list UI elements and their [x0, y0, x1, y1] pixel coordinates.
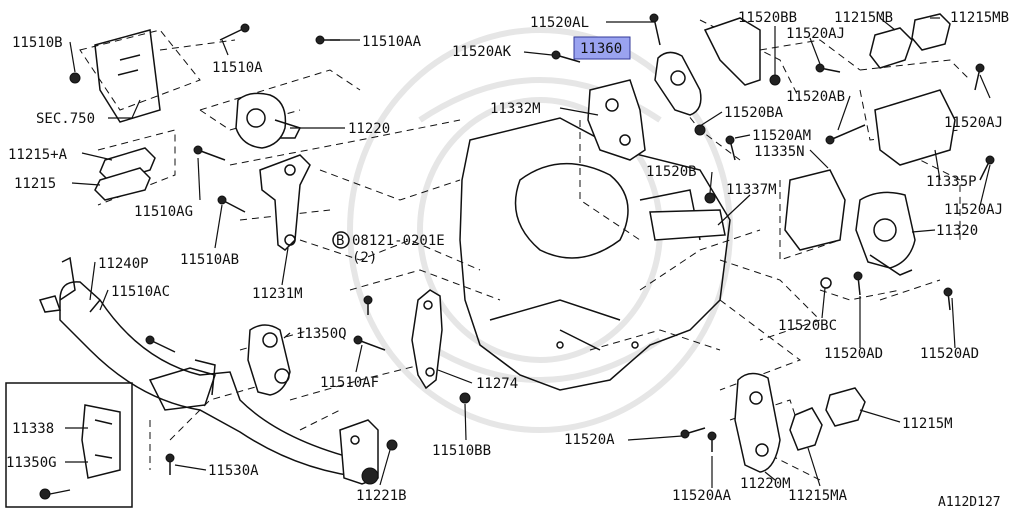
label-11520AD-b[interactable]: 11520AD: [920, 346, 979, 362]
label-11510BB[interactable]: 11510BB: [432, 443, 491, 459]
label-11221B[interactable]: 11221B: [356, 488, 407, 504]
label-11520AJ-b[interactable]: 11520AJ: [944, 115, 1003, 131]
label-11520AD-a[interactable]: 11520AD: [824, 346, 883, 362]
part-11335P-bracket: [874, 89, 956, 166]
label-11240P[interactable]: 11240P: [98, 256, 149, 272]
label-11231M[interactable]: 11231M: [252, 286, 303, 302]
part-11320-mount: [855, 191, 916, 276]
part-11335N-bracket: [784, 169, 846, 251]
label-11510AG[interactable]: 11510AG: [134, 204, 193, 220]
part-11332M-bracket: [587, 79, 646, 161]
part-11215MB-pads: [869, 13, 951, 69]
label-11215[interactable]: 11215: [14, 176, 56, 192]
label-11220[interactable]: 11220: [348, 121, 390, 137]
label-11520BB[interactable]: 11520BB: [738, 10, 797, 26]
part-11360-mount: [654, 51, 702, 116]
label-11350Q[interactable]: 11350Q: [296, 326, 347, 342]
b-symbol-circle: [332, 231, 350, 249]
label-11215-plus-a[interactable]: 11215+A: [8, 147, 68, 163]
label-11338[interactable]: 11338: [12, 421, 54, 437]
bolt-group: [145, 13, 995, 475]
label-11215MA[interactable]: 11215MA: [788, 488, 848, 504]
label-sec-750[interactable]: SEC.750: [36, 111, 95, 127]
label-11215M[interactable]: 11215M: [902, 416, 953, 432]
label-08121-0201E[interactable]: 08121-0201E: [352, 233, 445, 249]
label-11510B[interactable]: 11510B: [12, 35, 63, 51]
part-11337M-bracket: [649, 209, 726, 241]
label-11337M[interactable]: 11337M: [726, 182, 777, 198]
label-11520AJ-a[interactable]: 11520AJ: [786, 26, 845, 42]
front-crossmember: [38, 256, 372, 479]
label-11520A[interactable]: 11520A: [564, 432, 615, 448]
part-11220M-mount: [734, 372, 781, 473]
label-diagram-code: A112D127: [938, 495, 1001, 510]
part-11520BB-bracket: [703, 17, 761, 86]
part-11274-bracket: [411, 289, 443, 390]
label-11520AK[interactable]: 11520AK: [452, 44, 512, 60]
label-11510AF[interactable]: 11510AF: [320, 375, 379, 391]
label-11520B[interactable]: 11520B: [646, 164, 697, 180]
part-11215M-pads: [789, 387, 866, 451]
part-11360-highlight: [573, 36, 631, 60]
label-11520BA[interactable]: 11520BA: [724, 105, 784, 121]
label-11335N[interactable]: 11335N: [754, 144, 805, 160]
label-11510A[interactable]: 11510A: [212, 60, 263, 76]
dashed-guide-lines: [79, 19, 971, 481]
label-11360[interactable]: 11360: [580, 41, 622, 57]
part-labels: 11510B SEC.750 11215+A 11215 11510A 1151…: [6, 10, 1009, 510]
engine-block: [459, 117, 731, 391]
label-11220M[interactable]: 11220M: [740, 476, 791, 492]
label-11520AJ-c[interactable]: 11520AJ: [944, 202, 1003, 218]
inset-box-11338: [5, 382, 133, 508]
part-11221B-bracket: [339, 419, 379, 485]
label-11510AC[interactable]: 11510AC: [111, 284, 170, 300]
label-11335P[interactable]: 11335P: [926, 174, 977, 190]
leader-lines: [65, 17, 991, 488]
part-11215-pads: [94, 147, 156, 201]
part-11350Q-mount: [247, 324, 291, 396]
label-11320[interactable]: 11320: [936, 223, 978, 239]
label-11520BC[interactable]: 11520BC: [778, 318, 837, 334]
part-11510B-bracket: [69, 29, 161, 123]
part-11220-mount: [235, 92, 302, 149]
label-08121-quantity: (2): [352, 250, 377, 266]
label-11520AL[interactable]: 11520AL: [530, 15, 589, 31]
label-11332M[interactable]: 11332M: [490, 101, 541, 117]
label-11530A[interactable]: 11530A: [208, 463, 259, 479]
label-11520AM[interactable]: 11520AM: [752, 128, 811, 144]
part-11231M-bracket: [259, 154, 311, 251]
label-11215MB-b[interactable]: 11215MB: [950, 10, 1009, 26]
label-11274[interactable]: 11274: [476, 376, 518, 392]
watermark-emblem: [347, 27, 733, 433]
label-11215MB-a[interactable]: 11215MB: [834, 10, 893, 26]
label-11350G[interactable]: 11350G: [6, 455, 57, 471]
label-b-symbol: B: [336, 233, 344, 249]
label-11510AB[interactable]: 11510AB: [180, 252, 239, 268]
label-11520AB[interactable]: 11520AB: [786, 89, 845, 105]
label-11510AA[interactable]: 11510AA: [362, 34, 422, 50]
label-11520AA[interactable]: 11520AA: [672, 488, 732, 504]
